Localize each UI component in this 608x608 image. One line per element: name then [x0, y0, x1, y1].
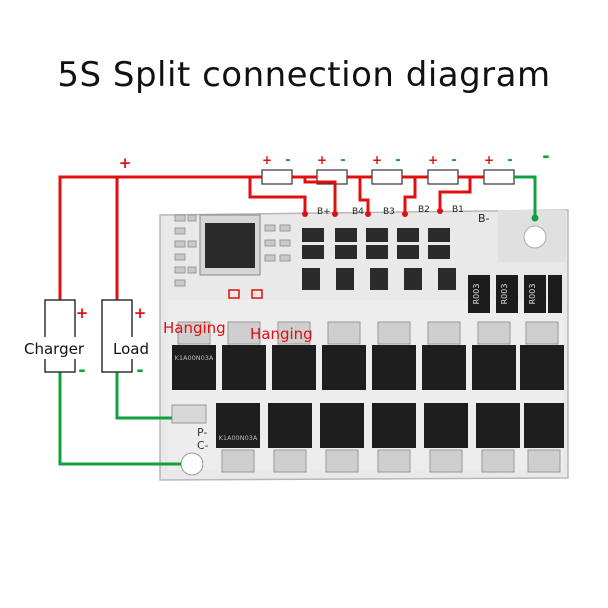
main-plus-sign: + [119, 154, 132, 172]
charger-negative-wire [58, 372, 181, 466]
balance-resistors [261, 169, 515, 185]
r2-plus-sign: + [317, 153, 327, 167]
charger-box: Charger [12, 299, 96, 373]
charger-plus-sign: + [76, 304, 89, 322]
positive-wires [58, 175, 484, 300]
mosfet-tabs-bottom [221, 449, 561, 473]
pad-label-b1: B1 [452, 205, 464, 215]
load-negative-wire [115, 372, 172, 420]
mosfet-marking-top: K1A00N03A [175, 354, 214, 362]
mosfet-tabs-top [177, 321, 559, 345]
pad-label-b-minus: B- [478, 212, 490, 225]
shunt-resistors: R003 R003 R003 [468, 275, 562, 313]
resistor-marking-2: R003 [500, 284, 509, 305]
b-minus-wire [514, 175, 537, 218]
b1-wire [438, 177, 472, 210]
b3-wire [358, 177, 370, 213]
main-minus-sign: - [542, 146, 549, 167]
r1-plus-sign: + [262, 153, 272, 167]
plus-signs: + + + + + + + + [76, 153, 494, 322]
load-label: Load [113, 340, 149, 358]
balance-ics [302, 228, 456, 290]
c-minus-pad [180, 452, 204, 476]
b2-wire [403, 177, 417, 213]
c-minus-label: C- [197, 439, 209, 452]
p-minus-pad [171, 404, 207, 424]
mosfet-row-top [172, 345, 564, 390]
charger-label: Charger [24, 340, 85, 358]
resistor-marking-3: R003 [528, 284, 537, 305]
negative-wires [58, 175, 537, 466]
r4-minus-sign: - [451, 153, 456, 168]
r3-minus-sign: - [395, 153, 400, 168]
p-minus-label: P- [197, 426, 207, 439]
pad-label-b4: B4 [352, 207, 364, 217]
mosfet-markings: K1A00N03A K1A00N03A [175, 354, 258, 442]
minus-signs: - - - - - - - - [78, 146, 549, 381]
resistor-marking-1: R003 [472, 284, 481, 305]
pad-label-b-plus: B+ [317, 207, 331, 217]
r4-plus-sign: + [428, 153, 438, 167]
load-box: Load [101, 299, 158, 373]
diagram-title: 5S Split connection diagram [57, 55, 551, 95]
charger-minus-sign: - [78, 360, 85, 381]
r5-minus-sign: - [507, 153, 512, 168]
r5-plus-sign: + [484, 153, 494, 167]
pad-label-b2: B2 [418, 205, 430, 215]
r1-minus-sign: - [285, 153, 290, 168]
charger-positive-wire [58, 175, 262, 300]
mounting-area [498, 210, 566, 262]
connection-dots [302, 208, 443, 217]
r2-minus-sign: - [340, 153, 345, 168]
left-passives [174, 214, 291, 287]
bms-board: R003 R003 R003 [159, 205, 569, 481]
mosfet-row-bottom [216, 403, 564, 448]
pad-label-b3: B3 [383, 207, 395, 217]
hanging-label-2: Hanging [250, 325, 313, 343]
hanging-label-1: Hanging [163, 319, 226, 337]
hanging-pad-2 [251, 289, 263, 299]
load-minus-sign: - [136, 360, 143, 381]
b-minus-dot [531, 214, 539, 222]
load-plus-sign: + [134, 304, 147, 322]
mosfet-marking-bottom: K1A00N03A [219, 434, 258, 442]
b4-wire [303, 177, 337, 213]
balance-pad-labels: B+ B4 B3 B2 B1 B- [317, 205, 490, 225]
hanging-pad-1 [228, 289, 240, 299]
r3-plus-sign: + [372, 153, 382, 167]
